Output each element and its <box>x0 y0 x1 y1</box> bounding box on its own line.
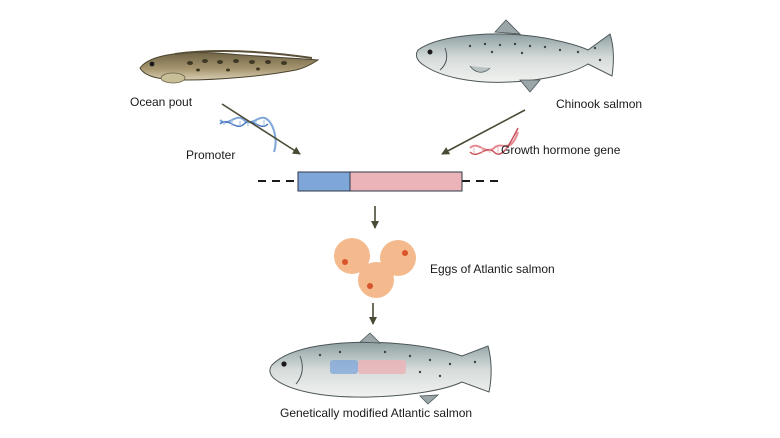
ocean-pout-icon <box>139 50 320 84</box>
ocean-pout-label: Ocean pout <box>130 95 193 109</box>
eggs-icon <box>334 238 416 298</box>
eggs-label: Eggs of Atlantic salmon <box>430 262 555 276</box>
gene-segment <box>349 171 463 192</box>
growth-hormone-gene-label: Growth hormone gene <box>501 143 621 157</box>
chinook-salmon-label: Chinook salmon <box>556 97 643 111</box>
gene-construct <box>258 171 502 192</box>
gm-salmon-icon <box>269 332 492 405</box>
arrow-pout-to-construct <box>221 103 301 155</box>
promoter-segment <box>297 171 351 192</box>
gm-salmon-label: Genetically modified Atlantic salmon <box>280 406 473 420</box>
arrow-salmon-to-construct <box>441 109 526 155</box>
chinook-salmon-icon <box>415 19 614 93</box>
promoter-dna-icon <box>219 116 277 153</box>
promoter-label: Promoter <box>186 148 236 162</box>
growth-hormone-dna-icon <box>469 127 519 155</box>
